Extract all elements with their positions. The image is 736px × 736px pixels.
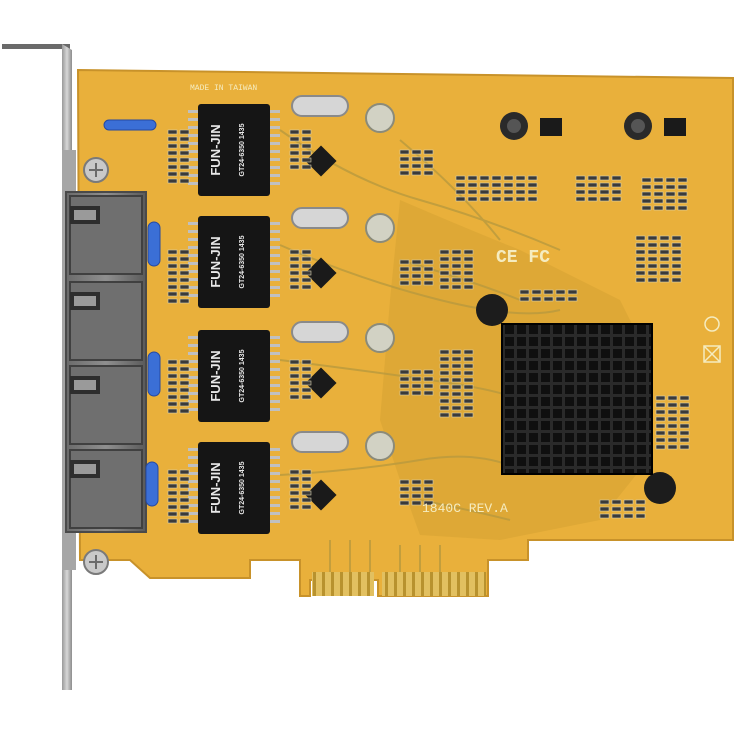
electrolytic-capacitors	[365, 103, 395, 461]
mounting-bracket	[2, 44, 76, 690]
smd-cluster	[641, 177, 688, 211]
transformer-part: GT24-6350 1435	[239, 349, 246, 402]
smd-cluster	[439, 249, 474, 290]
transformer-part: GT24-6350 1435	[239, 123, 246, 176]
smd-cluster	[289, 469, 312, 510]
smd-cluster	[599, 499, 646, 519]
pcie-gold-fingers-right	[382, 572, 486, 596]
smd-cluster	[399, 479, 434, 506]
transformer-part: GT24-6350 1435	[239, 461, 246, 514]
revision-label: 1840C REV.A	[422, 501, 508, 516]
rj45-port	[69, 195, 143, 275]
smd-components	[167, 129, 690, 524]
transformer-brand: FUN-JIN	[208, 236, 223, 287]
smd-cluster	[289, 129, 312, 170]
transformer-module: FUN-JIN GT24-6350 1435	[188, 330, 280, 422]
inductors	[500, 112, 686, 140]
made-in-label: MADE IN TAIWAN	[190, 84, 257, 93]
rj45-port	[69, 365, 143, 445]
smd-cluster	[167, 249, 190, 304]
smd-cluster	[399, 149, 434, 176]
transformer-module: FUN-JIN GT24-6350 1435	[188, 216, 280, 308]
smd-cluster	[167, 469, 190, 524]
smd-cluster	[167, 129, 190, 184]
blue-capacitors	[103, 119, 161, 507]
smd-cluster	[167, 359, 190, 414]
heatsink	[476, 294, 676, 504]
pcie-gold-fingers-left	[312, 572, 374, 596]
certification-mark: CE FC	[496, 248, 550, 268]
smd-cluster	[399, 259, 434, 286]
crystals	[291, 95, 349, 453]
ul-mark-icon	[704, 316, 720, 332]
transformer-module: FUN-JIN GT24-6350 1435	[188, 104, 280, 196]
transformer-module: FUN-JIN GT24-6350 1435	[188, 442, 280, 534]
smd-cluster	[289, 359, 312, 400]
screw-top	[83, 157, 109, 183]
smd-cluster	[455, 175, 538, 202]
smd-cluster	[575, 175, 622, 202]
transformer-part: GT24-6350 1435	[239, 235, 246, 288]
transformer-brand: FUN-JIN	[208, 462, 223, 513]
rj45-ports	[69, 195, 143, 529]
smd-cluster	[655, 395, 690, 450]
transformer-brand: FUN-JIN	[208, 350, 223, 401]
phy-chips	[305, 145, 337, 511]
rj45-port	[69, 281, 143, 361]
smd-cluster	[399, 369, 434, 396]
transformer-brand: FUN-JIN	[208, 124, 223, 175]
smd-cluster	[439, 349, 474, 418]
rj45-port	[69, 449, 143, 529]
weee-icon	[703, 345, 721, 363]
smd-cluster	[635, 235, 682, 283]
smd-cluster	[519, 289, 578, 302]
screw-bottom	[83, 549, 109, 575]
smd-cluster	[289, 249, 312, 290]
